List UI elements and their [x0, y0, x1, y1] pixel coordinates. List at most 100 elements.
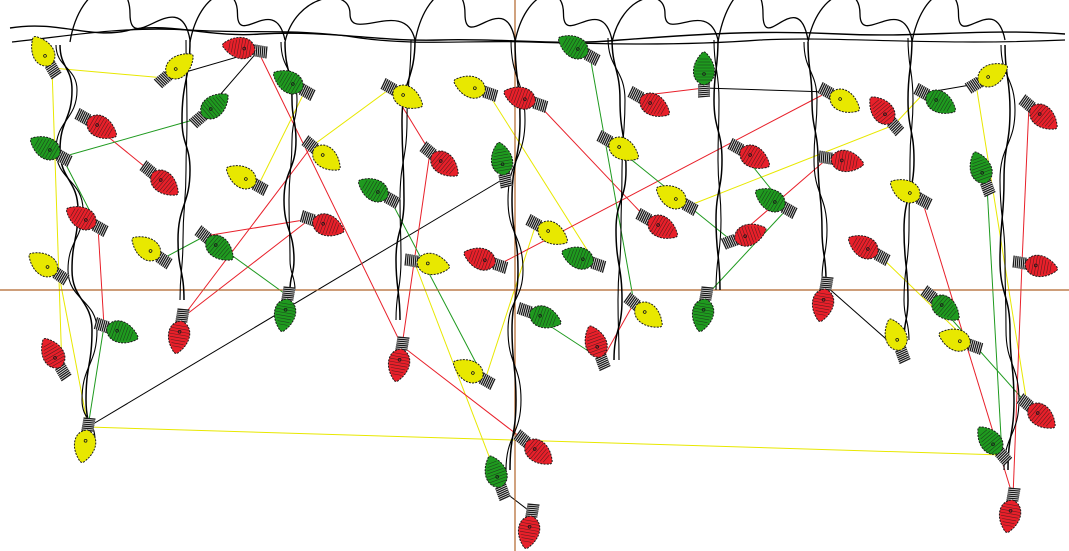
bulb-socket [964, 76, 983, 94]
bulb-green [273, 70, 316, 101]
bulb-glass [73, 429, 97, 463]
bulb-glass [28, 252, 59, 278]
bulb-socket [299, 210, 316, 227]
bulb-glass [977, 426, 1004, 455]
bulb-red [818, 149, 864, 173]
bulb-yellow [226, 165, 269, 196]
bulb-red [727, 138, 770, 169]
bulb-socket [595, 353, 611, 372]
bulb-yellow [153, 53, 194, 89]
bulb-red [503, 86, 549, 113]
connector-yellow-line [687, 124, 895, 207]
bulb-socket [1018, 94, 1036, 113]
hanging-wire [999, 44, 1015, 471]
connector-green-line [986, 185, 1003, 456]
bulb-socket [91, 219, 109, 237]
bulb-glass [86, 114, 117, 139]
bulb-red [869, 96, 905, 137]
bulb-glass [691, 298, 715, 332]
connector-yellow-line [311, 87, 392, 147]
bulb-green [194, 225, 234, 261]
bulb-red [627, 86, 670, 117]
bulb-green [913, 83, 956, 114]
wire-loop [717, 0, 809, 43]
bulb-yellow [131, 236, 173, 270]
bulb-socket [81, 417, 96, 432]
bulb-red [463, 247, 509, 274]
bulb-glass [416, 252, 450, 276]
bulb-socket [525, 503, 540, 518]
bulb-glass [273, 70, 304, 95]
hanging-wire [807, 41, 827, 281]
bulb-glass [392, 84, 423, 109]
connector-green-line [61, 117, 201, 158]
bulb-yellow [596, 130, 639, 161]
bulb-socket [44, 61, 62, 80]
bulb-glass [205, 234, 234, 261]
connector-yellow-line [257, 90, 306, 187]
wire-loop [189, 0, 286, 43]
bulb-green [273, 286, 297, 332]
connector-black-line [87, 177, 506, 428]
bulb-socket [55, 149, 73, 167]
bulb-glass [639, 92, 670, 117]
bulb-socket [720, 234, 739, 250]
bulb-glass [490, 142, 514, 176]
bulb-glass [167, 320, 191, 354]
bulb-glass [869, 96, 896, 125]
bulbs-layer [28, 35, 1058, 549]
bulb-glass [890, 179, 921, 204]
connector-red-line [401, 345, 525, 441]
hanging-wire [179, 39, 188, 301]
connector-yellow-line [487, 92, 597, 265]
bulb-glass [430, 150, 459, 177]
bulb-glass [312, 144, 341, 171]
bulb-glass [584, 325, 608, 358]
bulb-glass [387, 348, 411, 382]
bulb-green [920, 285, 960, 321]
connector-red-line [97, 226, 105, 327]
bulb-socket [93, 317, 110, 334]
bulb-socket [681, 198, 699, 216]
bulb-glass [537, 220, 568, 245]
bulb-green [691, 286, 715, 332]
bulb-red [517, 503, 541, 549]
hanging-wire [509, 39, 521, 471]
bulb-glass [884, 318, 908, 351]
bulb-yellow [938, 328, 984, 355]
bulb-red [419, 141, 459, 177]
bulb-yellow [28, 252, 70, 286]
bulb-glass [200, 93, 229, 120]
bulb-yellow [964, 63, 1008, 94]
bulb-socket [780, 201, 798, 219]
bulb-glass [811, 288, 835, 322]
wire-strands [9, 0, 1066, 471]
hanging-wire [59, 44, 93, 441]
bulb-socket [54, 363, 72, 382]
bulb-yellow [890, 179, 933, 210]
bulb-yellow [453, 359, 496, 390]
bulb-red [998, 487, 1022, 533]
bulb-glass [453, 359, 484, 384]
hanging-wire [505, 39, 526, 471]
bulb-socket [895, 346, 911, 365]
bulb-glass [998, 499, 1022, 533]
bulb-glass [608, 136, 639, 161]
bulb-glass [647, 214, 678, 239]
connector-black-line [703, 87, 829, 93]
bulb-yellow [884, 318, 911, 365]
bulb-glass [31, 36, 56, 67]
bulb-red [1016, 393, 1056, 429]
connector-red-line [204, 218, 311, 237]
bulb-green [30, 136, 73, 167]
bulb-red [139, 160, 179, 196]
bulb-socket [298, 83, 316, 101]
bulb-glass [66, 206, 97, 231]
bulb-yellow [404, 252, 450, 276]
bulb-socket [175, 308, 190, 323]
bulb-glass [150, 169, 179, 196]
bulb-socket [980, 179, 996, 198]
bulb-socket [967, 338, 984, 355]
bulb-socket [1016, 393, 1034, 412]
